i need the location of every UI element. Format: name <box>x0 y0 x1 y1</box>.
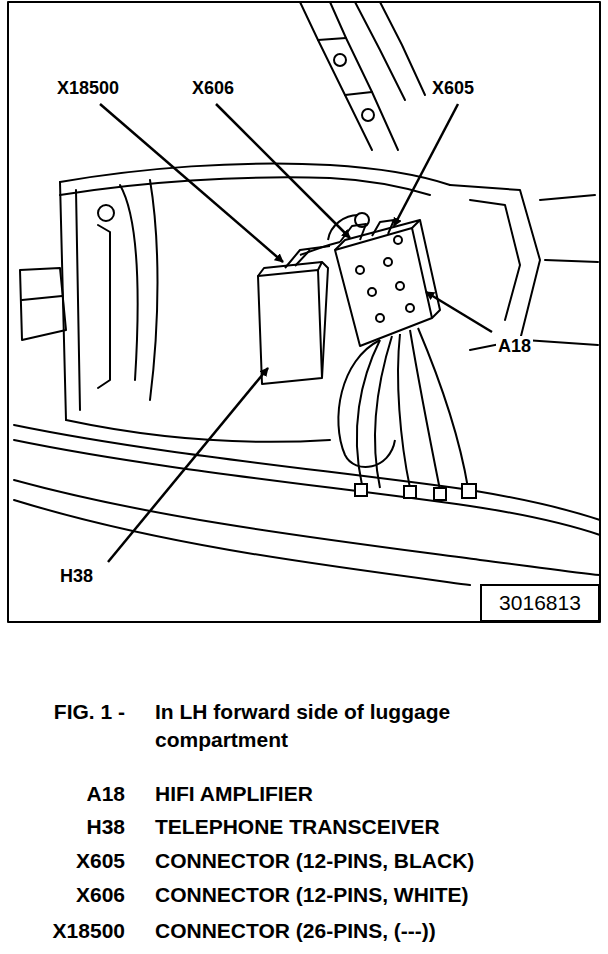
drawing-stroke <box>434 488 446 500</box>
hifi-amplifier-drawing <box>300 213 440 346</box>
drawing-stroke <box>300 2 372 150</box>
callout-label: A18 <box>496 336 533 358</box>
drawing-stroke <box>108 368 268 562</box>
callout-label: X18500 <box>55 78 121 100</box>
legend-code: A18 <box>86 780 125 808</box>
drawing-stroke <box>258 262 322 276</box>
drawing-stroke <box>362 109 374 121</box>
drawing-stroke <box>406 304 414 312</box>
drawing-stroke <box>376 314 384 322</box>
drawing-stroke <box>398 334 410 488</box>
drawing-stroke <box>14 425 600 520</box>
drawing-stroke <box>60 164 450 185</box>
drawing-stroke <box>355 484 367 496</box>
drawing-stroke <box>334 54 346 66</box>
drawing-stroke <box>396 282 404 290</box>
drawing-stroke <box>322 262 328 378</box>
drawing-stroke <box>384 258 392 266</box>
drawing-stroke <box>285 246 330 268</box>
callout-label: X606 <box>190 78 236 100</box>
drawing-stroke <box>394 236 402 244</box>
drawing-stroke <box>368 288 376 296</box>
drawing-stroke <box>330 2 398 150</box>
drawing-stroke <box>258 270 322 384</box>
figure-id: 3016813 <box>499 591 581 615</box>
drawing-stroke <box>525 340 598 345</box>
telephone-transceiver-drawing <box>258 246 330 384</box>
drawing-stroke <box>60 177 430 195</box>
drawing-stroke <box>216 104 350 238</box>
legend-code: X18500 <box>53 917 125 945</box>
figure-number: FIG. 1 - <box>54 698 125 726</box>
drawing-stroke <box>14 440 600 535</box>
figure-id-box: 3016813 <box>480 584 600 622</box>
drawing-stroke <box>420 220 440 318</box>
drawing-stroke <box>98 205 114 221</box>
drawing-stroke <box>418 328 468 488</box>
drawing-stroke <box>318 38 372 95</box>
callout-label: H38 <box>58 566 95 588</box>
figure-caption: In LH forward side of luggage compartmen… <box>155 698 585 754</box>
drawing-stroke <box>462 484 476 498</box>
drawing-stroke <box>380 2 425 95</box>
drawing-stroke <box>66 420 330 442</box>
legend-description: HIFI AMPLIFIER <box>155 780 313 808</box>
drawing-stroke <box>300 242 340 255</box>
drawing-stroke <box>410 330 440 490</box>
legend-description: CONNECTOR (12-PINS, WHITE) <box>155 881 468 909</box>
drawing-stroke <box>14 480 600 575</box>
legend-description: TELEPHONE TRANSCEIVER <box>155 813 440 841</box>
drawing-stroke <box>470 200 520 320</box>
drawing-stroke <box>22 296 62 300</box>
drawing-stroke <box>426 292 492 332</box>
drawing-stroke <box>8 2 600 622</box>
leader-lines <box>100 104 492 562</box>
drawing-stroke <box>338 340 395 467</box>
legend-description: CONNECTOR (12-PINS, BLACK) <box>155 847 474 875</box>
drawing-stroke <box>372 220 394 236</box>
drawing-stroke <box>150 180 158 400</box>
wiring-harness <box>338 328 476 500</box>
drawing-stroke <box>100 104 283 262</box>
drawing-stroke <box>76 190 80 410</box>
legend-code: X605 <box>76 847 125 875</box>
legend-description: CONNECTOR (26-PINS, (---)) <box>155 917 436 945</box>
drawing-stroke <box>120 185 138 380</box>
drawing-stroke <box>450 185 540 350</box>
legend-code: H38 <box>86 813 125 841</box>
callout-label: X605 <box>430 78 476 100</box>
drawing-stroke <box>20 268 66 340</box>
drawing-stroke <box>404 486 416 498</box>
drawing-stroke <box>540 195 595 200</box>
legend-code: X606 <box>76 881 125 909</box>
drawing-stroke <box>355 2 405 100</box>
drawing-stroke <box>394 104 458 226</box>
drawing-stroke <box>356 266 364 274</box>
trunk-body <box>8 2 600 622</box>
drawing-stroke <box>98 225 110 388</box>
drawing-stroke <box>545 260 598 262</box>
